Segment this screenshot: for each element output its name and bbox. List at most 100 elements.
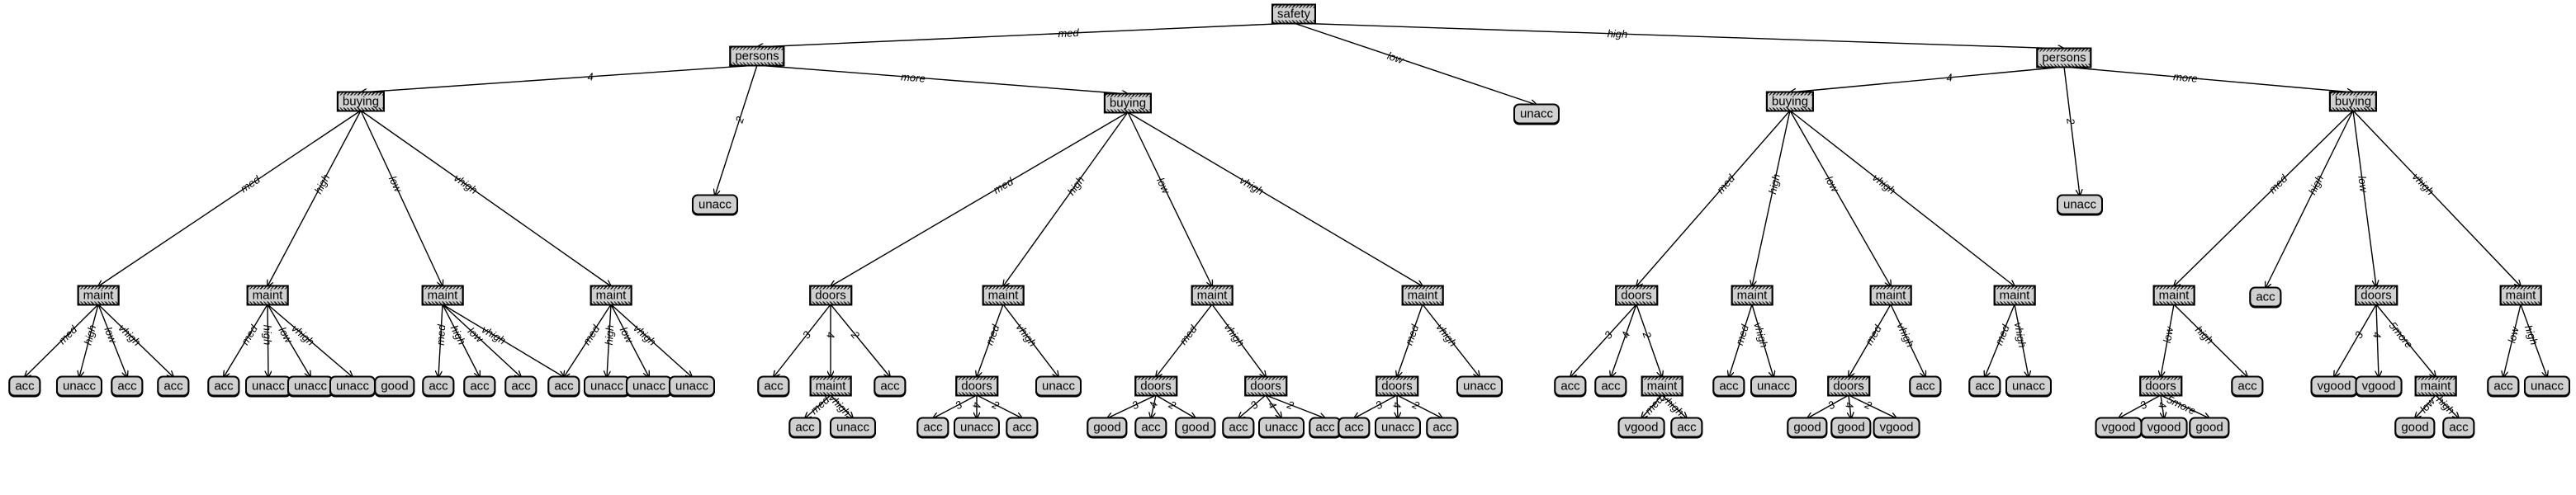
tree-leaf-acc[interactable]: acc — [788, 417, 822, 438]
tree-leaf-acc[interactable]: acc — [463, 375, 496, 397]
tree-node-maint[interactable]: maint — [2414, 375, 2457, 397]
tree-node-buying[interactable]: buying — [1765, 91, 1815, 112]
tree-edge — [757, 22, 1295, 47]
tree-leaf-unacc[interactable]: unacc — [286, 375, 334, 397]
tree-node-maint[interactable]: maint — [246, 285, 289, 306]
edge-label: 2 — [1286, 398, 1296, 412]
tree-leaf-unacc[interactable]: unacc — [829, 417, 877, 438]
tree-leaf-acc[interactable]: acc — [1338, 417, 1371, 438]
tree-leaf-unacc[interactable]: unacc — [583, 375, 631, 397]
tree-node-maint[interactable]: maint — [421, 285, 464, 306]
tree-leaf-unacc[interactable]: unacc — [1257, 417, 1305, 438]
tree-node-maint[interactable]: maint — [1993, 285, 2036, 306]
tree-node-doors[interactable]: doors — [955, 375, 998, 397]
tree-node-maint[interactable]: maint — [2152, 285, 2195, 306]
tree-node-maint[interactable]: maint — [1731, 285, 1773, 306]
tree-leaf-acc[interactable]: acc — [874, 375, 907, 397]
tree-node-maint[interactable]: maint — [2499, 285, 2542, 306]
tree-leaf-acc[interactable]: acc — [157, 375, 190, 397]
tree-leaf-good[interactable]: good — [374, 375, 415, 397]
tree-node-maint[interactable]: maint — [590, 285, 632, 306]
tree-leaf-unacc[interactable]: unacc — [691, 194, 739, 215]
tree-leaf-acc[interactable]: acc — [2487, 375, 2520, 397]
tree-leaf-acc[interactable]: acc — [111, 375, 144, 397]
tree-leaf-acc[interactable]: acc — [547, 375, 580, 397]
tree-node-buying[interactable]: buying — [1103, 92, 1153, 114]
tree-leaf-unacc[interactable]: unacc — [625, 375, 673, 397]
edge-label: high — [2522, 323, 2541, 347]
tree-node-maint[interactable]: maint — [77, 285, 120, 306]
tree-leaf-acc[interactable]: acc — [1134, 417, 1167, 438]
tree-node-doors[interactable]: doors — [2139, 375, 2182, 397]
tree-leaf-acc[interactable]: acc — [1006, 417, 1039, 438]
tree-edge — [830, 304, 890, 377]
tree-leaf-acc[interactable]: acc — [916, 417, 949, 438]
tree-leaf-vgood[interactable]: vgood — [2140, 417, 2188, 438]
tree-leaf-unacc[interactable]: unacc — [668, 375, 716, 397]
tree-leaf-acc[interactable]: acc — [207, 375, 240, 397]
tree-leaf-acc[interactable]: acc — [504, 375, 537, 397]
tree-node-doors[interactable]: doors — [1827, 375, 1870, 397]
tree-leaf-acc[interactable]: acc — [1712, 375, 1745, 397]
edge-label: vhigh — [1751, 320, 1771, 349]
tree-leaf-unacc[interactable]: unacc — [2005, 375, 2053, 397]
tree-node-persons[interactable]: persons — [729, 45, 786, 67]
tree-leaf-unacc[interactable]: unacc — [2523, 375, 2571, 397]
tree-node-buying[interactable]: buying — [2328, 91, 2378, 112]
tree-node-maint[interactable]: maint — [1191, 285, 1234, 306]
tree-node-maint[interactable]: maint — [1641, 375, 1683, 397]
tree-leaf-acc[interactable]: acc — [1594, 375, 1627, 397]
tree-leaf-unacc[interactable]: unacc — [2056, 194, 2104, 215]
tree-node-doors[interactable]: doors — [1615, 285, 1658, 306]
tree-leaf-vgood[interactable]: vgood — [1617, 417, 1665, 438]
tree-leaf-vgood[interactable]: vgood — [2310, 375, 2358, 397]
tree-leaf-acc[interactable]: acc — [1670, 417, 1703, 438]
tree-node-doors[interactable]: doors — [1134, 375, 1177, 397]
edge-label: 2 — [2064, 117, 2077, 125]
tree-leaf-acc[interactable]: acc — [2442, 417, 2475, 438]
tree-leaf-acc[interactable]: acc — [1309, 417, 1342, 438]
tree-edge — [2334, 304, 2377, 377]
tree-node-persons[interactable]: persons — [2036, 47, 2093, 68]
tree-edge — [360, 110, 443, 286]
tree-node-doors[interactable]: doors — [1244, 375, 1287, 397]
tree-leaf-unacc[interactable]: unacc — [1456, 375, 1503, 397]
tree-leaf-unacc[interactable]: unacc — [953, 417, 1001, 438]
tree-leaf-acc[interactable]: acc — [757, 375, 790, 397]
tree-leaf-vgood[interactable]: vgood — [1873, 417, 1920, 438]
tree-leaf-acc[interactable]: acc — [1909, 375, 1942, 397]
tree-node-maint[interactable]: maint — [809, 375, 852, 397]
tree-node-buying[interactable]: buying — [336, 91, 386, 112]
tree-leaf-unacc[interactable]: unacc — [1513, 103, 1560, 125]
tree-leaf-good[interactable]: good — [2189, 417, 2230, 438]
tree-node-doors[interactable]: doors — [1376, 375, 1418, 397]
tree-leaf-acc[interactable]: acc — [2249, 286, 2282, 308]
tree-leaf-unacc[interactable]: unacc — [55, 375, 103, 397]
tree-leaf-good[interactable]: good — [1175, 417, 1216, 438]
tree-leaf-acc[interactable]: acc — [1968, 375, 2001, 397]
tree-leaf-acc[interactable]: acc — [422, 375, 455, 397]
tree-leaf-good[interactable]: good — [1787, 417, 1828, 438]
tree-leaf-acc[interactable]: acc — [8, 375, 41, 397]
tree-node-doors[interactable]: doors — [2355, 285, 2398, 306]
tree-node-maint[interactable]: maint — [982, 285, 1025, 306]
tree-leaf-good[interactable]: good — [1830, 417, 1872, 438]
tree-leaf-vgood[interactable]: vgood — [2355, 375, 2403, 397]
tree-leaf-unacc[interactable]: unacc — [329, 375, 376, 397]
tree-leaf-vgood[interactable]: vgood — [2095, 417, 2143, 438]
tree-leaf-acc[interactable]: acc — [1554, 375, 1587, 397]
tree-leaf-acc[interactable]: acc — [2231, 375, 2264, 397]
tree-node-doors[interactable]: doors — [809, 285, 852, 306]
tree-node-maint[interactable]: maint — [1401, 285, 1444, 306]
tree-leaf-unacc[interactable]: unacc — [1035, 375, 1082, 397]
tree-leaf-unacc[interactable]: unacc — [244, 375, 292, 397]
tree-leaf-acc[interactable]: acc — [1426, 417, 1459, 438]
tree-leaf-good[interactable]: good — [1087, 417, 1128, 438]
tree-node-maint[interactable]: maint — [1869, 285, 1912, 306]
tree-leaf-unacc[interactable]: unacc — [1750, 375, 1797, 397]
tree-leaf-unacc[interactable]: unacc — [1374, 417, 1422, 438]
tree-leaf-good[interactable]: good — [2394, 417, 2436, 438]
tree-node-safety[interactable]: safety — [1271, 3, 1317, 25]
edge-label: 4 — [824, 332, 837, 338]
tree-leaf-acc[interactable]: acc — [1222, 417, 1255, 438]
